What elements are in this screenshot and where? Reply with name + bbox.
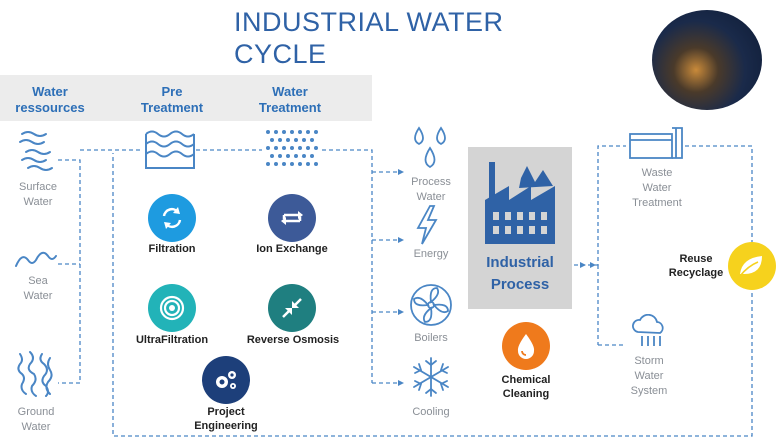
storm-cloud-icon — [632, 314, 664, 346]
label-boilers: Boilers — [414, 332, 448, 344]
cooling-snowflake-icon — [413, 357, 449, 397]
label-cooling: Cooling — [412, 406, 450, 418]
reuse-leaf-icon — [728, 242, 776, 290]
water-treatment-membrane-icon — [266, 130, 318, 166]
chemical-cleaning-drop-icon — [502, 322, 550, 370]
pre-treatment-tank-icon — [145, 130, 195, 169]
ultrafiltration-icon — [148, 284, 196, 332]
filtration-icon — [148, 194, 196, 242]
ion-exchange-icon — [268, 194, 316, 242]
label-energy: Energy — [413, 248, 449, 260]
sea-wave-icon — [15, 251, 57, 267]
reverse-osmosis-icon — [268, 284, 316, 332]
process-water-drops-icon — [414, 126, 446, 169]
ground-water-icon — [17, 351, 53, 397]
page-title: INDUSTRIAL WATER CYCLE — [234, 7, 504, 69]
label-ion-exchange: Ion Exchange — [256, 243, 328, 255]
label-reverse-osmosis: Reverse Osmosis — [246, 334, 340, 346]
factory-icon — [485, 162, 555, 244]
energy-bolt-icon — [416, 205, 438, 245]
label-filtration: Filtration — [148, 243, 196, 255]
project-engineering-gears-icon — [202, 356, 250, 404]
boilers-fan-icon — [410, 284, 452, 326]
waste-water-treatment-icon — [629, 127, 683, 159]
industrial-site-photo — [652, 10, 762, 110]
label-ultrafiltration: UltraFiltration — [135, 334, 209, 346]
surface-water-icon — [19, 131, 53, 171]
header-bar — [0, 75, 372, 121]
